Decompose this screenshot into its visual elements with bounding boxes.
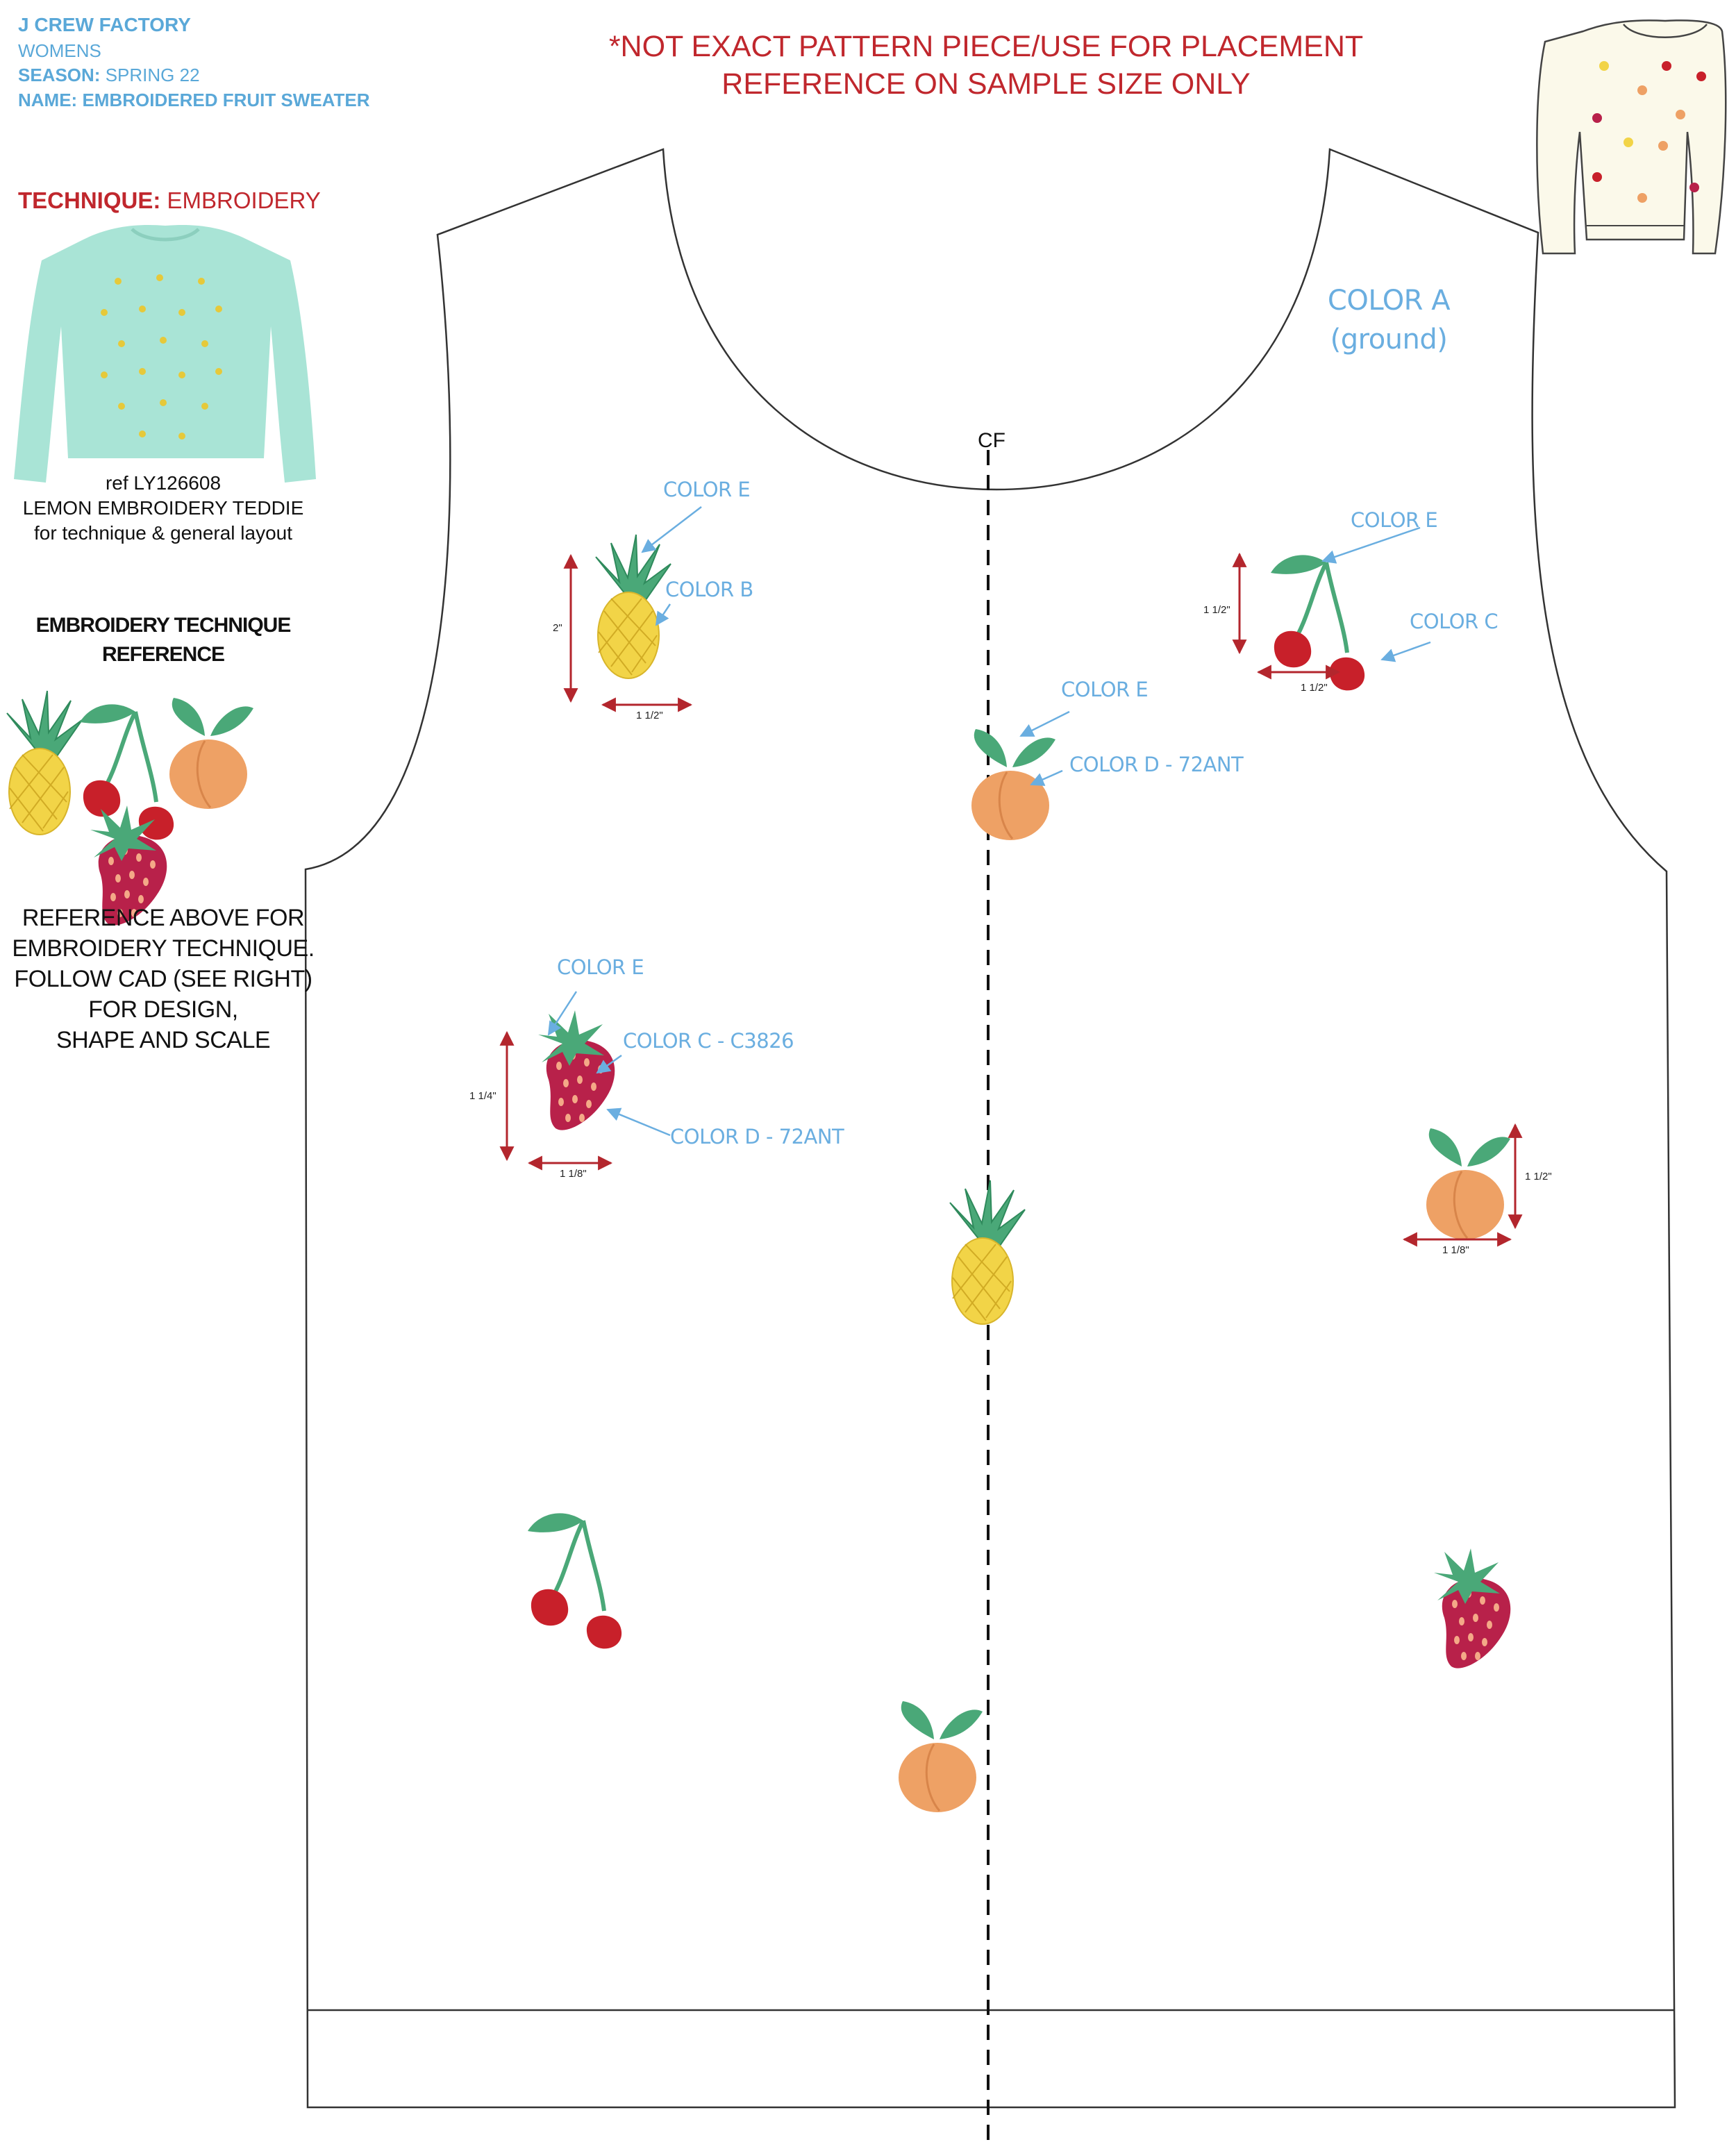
dim-cherry-height: 1 1/2" — [1203, 604, 1230, 616]
callout-cherry-leaf: COLOR E — [1351, 508, 1438, 532]
callout-pineapple-leaf: COLOR E — [663, 478, 751, 501]
dim-strawberry-width: 1 1/8" — [560, 1168, 587, 1180]
cad-sweater-sketch — [1536, 19, 1727, 255]
peach-motif-3 — [897, 1700, 984, 1814]
peach-motif-2 — [1425, 1127, 1512, 1241]
strawberry-motif-1 — [538, 1010, 615, 1130]
pineapple-motif-1 — [595, 534, 671, 679]
ref-style-name: LEMON EMBROIDERY TEDDIE — [22, 497, 304, 519]
brand-name: J CREW FACTORY — [18, 14, 191, 35]
notice-line-1: *NOT EXACT PATTERN PIECE/USE FOR PLACEME… — [608, 30, 1364, 63]
callout-strawberry-seeds: COLOR D - 72ANT — [670, 1125, 844, 1148]
division: WOMENS — [18, 40, 101, 61]
ref-sweater-photo — [14, 225, 316, 483]
ref-caption: ref LY126608 LEMON EMBROIDERY TEDDIE for… — [0, 471, 326, 546]
cherry-motif-2 — [528, 1513, 621, 1648]
callout-peach-leaf: COLOR E — [1061, 678, 1149, 701]
name-value: EMBROIDERED FRUIT SWEATER — [82, 90, 370, 110]
name-line: NAME: EMBROIDERED FRUIT SWEATER — [18, 87, 370, 112]
dim-cherry-width: 1 1/2" — [1301, 682, 1328, 694]
technique-label: TECHNIQUE: — [18, 187, 161, 213]
callout-strawberry-leaf: COLOR E — [557, 955, 644, 979]
ref-peach-icon — [168, 696, 255, 810]
embroidery-ref-title: EMBROIDERY TECHNIQUE REFERENCE — [35, 614, 292, 666]
ref-style-number: ref LY126608 — [105, 472, 222, 494]
placement-notice: *NOT EXACT PATTERN PIECE/USE FOR PLACEME… — [500, 28, 1472, 103]
strawberry-motif-2 — [1434, 1548, 1511, 1669]
callout-strawberry-body: COLOR C - C3826 — [623, 1029, 794, 1053]
season-line: SEASON: SPRING 22 — [18, 62, 200, 87]
dim-peach-height: 1 1/2" — [1525, 1171, 1552, 1182]
pineapple-motif-2 — [949, 1180, 1026, 1325]
season-label: SEASON: — [18, 65, 101, 85]
callout-peach-body: COLOR D - 72ANT — [1069, 753, 1244, 776]
ref-pineapple-icon — [6, 690, 83, 835]
front-pattern-outline — [304, 148, 1676, 2109]
dim-peach-width: 1 1/8" — [1442, 1244, 1469, 1256]
technique-value: EMBROIDERY — [167, 187, 321, 213]
season-value: SPRING 22 — [105, 65, 200, 85]
embroidery-ref-note: REFERENCE ABOVE FOR EMBROIDERY TECHNIQUE… — [12, 905, 315, 1053]
name-label: NAME: — [18, 90, 78, 110]
dim-strawberry-height: 1 1/4" — [469, 1090, 496, 1102]
cherry-motif-1 — [1271, 555, 1364, 690]
technique-heading: TECHNIQUE: EMBROIDERY — [18, 187, 321, 214]
callout-cherry-fruit: COLOR C — [1410, 610, 1499, 633]
callout-pineapple-body: COLOR B — [665, 578, 753, 601]
peach-motif-1 — [970, 728, 1057, 842]
ref-style-note: for technique & general layout — [33, 522, 293, 544]
notice-line-2: REFERENCE ON SAMPLE SIZE ONLY — [721, 67, 1251, 101]
ground-color-label: COLOR A (ground) — [1327, 285, 1451, 356]
dim-pineapple-height: 2" — [553, 622, 562, 634]
center-front-label: CF — [978, 429, 1005, 452]
dim-pineapple-width: 1 1/2" — [636, 710, 663, 721]
